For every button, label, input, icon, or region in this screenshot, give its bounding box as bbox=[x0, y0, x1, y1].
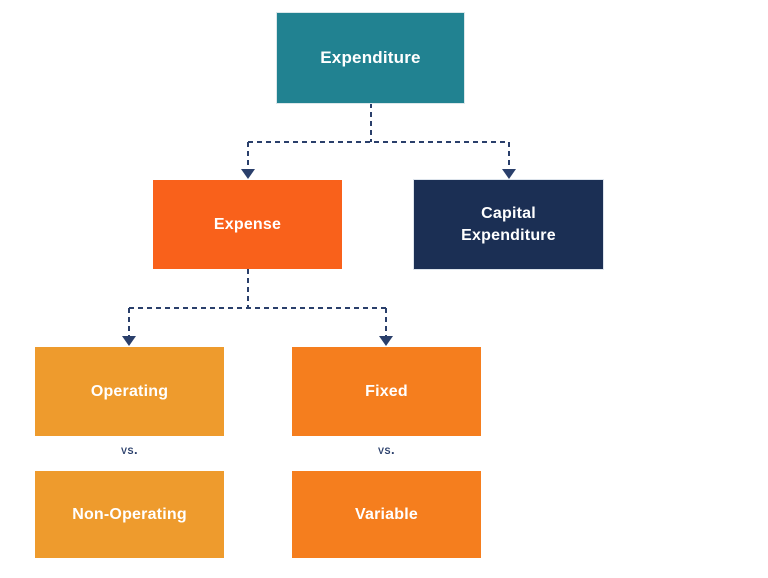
node-expenditure-label: Expenditure bbox=[320, 47, 421, 67]
arrowhead-expense bbox=[241, 169, 255, 179]
vs-label-left: vs. bbox=[120, 442, 139, 457]
node-non-operating-label: Non-Operating bbox=[72, 505, 187, 523]
arrowhead-fixed bbox=[379, 336, 393, 346]
arrowhead-capital bbox=[502, 169, 516, 179]
arrowhead-operating bbox=[122, 336, 136, 346]
node-capital-expenditure-label: Capital Expenditure bbox=[461, 204, 556, 244]
node-variable: Variable bbox=[292, 471, 481, 558]
node-expense: Expense bbox=[153, 180, 342, 269]
node-operating: Operating bbox=[35, 347, 224, 436]
node-expense-label: Expense bbox=[213, 215, 282, 233]
node-operating-label: Operating bbox=[90, 382, 169, 400]
node-capital-expenditure: Capital Expenditure bbox=[414, 180, 603, 269]
node-expenditure: Expenditure bbox=[277, 13, 464, 103]
node-variable-label: Variable bbox=[355, 505, 418, 523]
node-fixed: Fixed bbox=[292, 347, 481, 436]
node-non-operating: Non-Operating bbox=[35, 471, 224, 558]
vs-label-right: vs. bbox=[377, 442, 396, 457]
node-fixed-label: Fixed bbox=[365, 382, 408, 400]
